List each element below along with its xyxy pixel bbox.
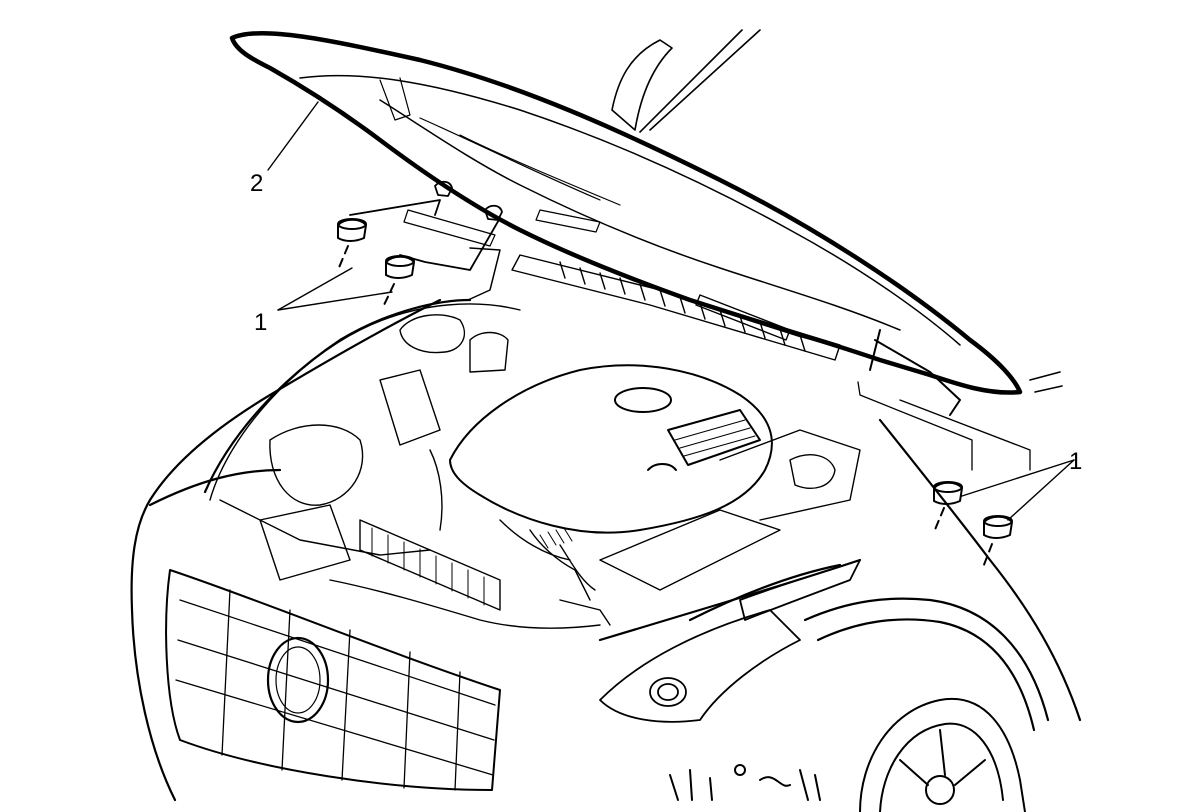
hood-bumper-left-lower — [384, 256, 414, 305]
emblem — [268, 638, 328, 722]
hood-bumper-left-targets — [350, 182, 502, 270]
engine-bay — [210, 304, 860, 628]
hood-prop-rod — [870, 330, 960, 415]
wheel — [860, 699, 1025, 812]
hood-bumper-right-lower — [982, 516, 1012, 570]
callout-bumpers-right: 1 — [1069, 448, 1083, 475]
front-grille — [166, 570, 500, 790]
headlamp — [600, 560, 860, 722]
leader-lines — [268, 102, 1074, 520]
bumper-marks — [670, 765, 820, 800]
callout-hood: 2 — [250, 170, 264, 197]
windshield-pillar — [612, 30, 1062, 392]
callout-bumpers-left: 1 — [254, 309, 268, 336]
hood-bumper-right-upper — [934, 482, 962, 532]
hood — [232, 33, 1020, 392]
cowl-vent — [512, 255, 840, 360]
engine-cover — [450, 365, 772, 532]
hood-bumper-left-upper — [338, 219, 366, 270]
hood-bumper-right-targets — [858, 382, 1030, 470]
